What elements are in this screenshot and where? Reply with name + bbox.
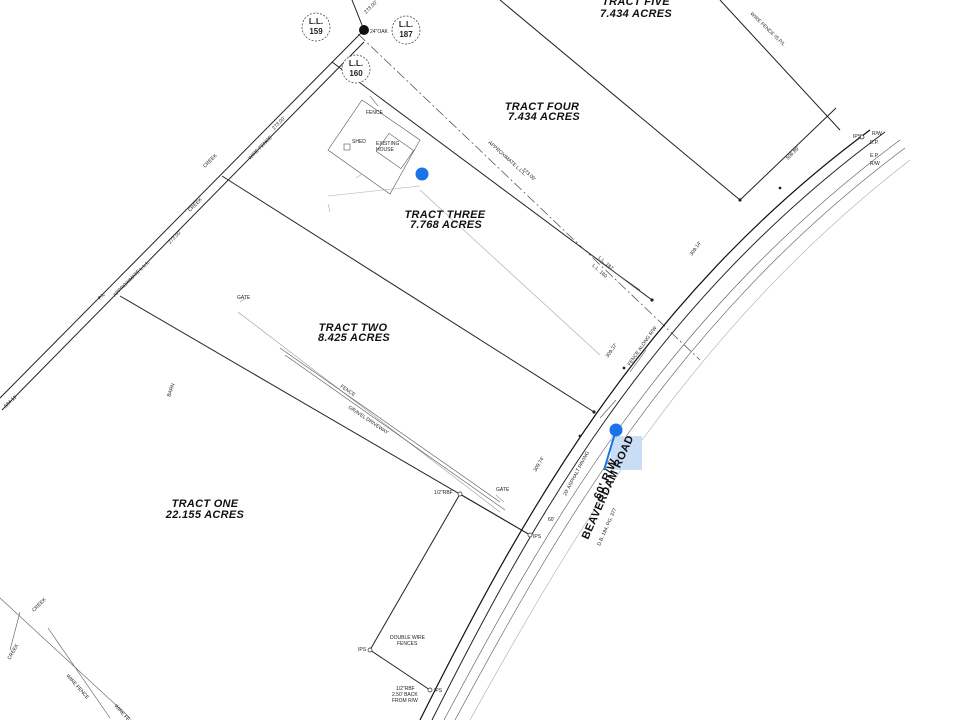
label-existing: EXISTING — [376, 141, 399, 147]
label-ips-lower: IPS — [358, 647, 367, 653]
tract-three-label: TRACT THREE 7.768 ACRES — [405, 209, 486, 231]
approximate-land-lot-line — [357, 33, 701, 361]
label-ep-top: E.P. — [870, 140, 879, 146]
tract-two-features — [237, 297, 506, 513]
label-wire-fence-nw: WIRE FENCE — [247, 135, 274, 162]
distance-west: 584.11' — [3, 394, 19, 410]
label-fence-along-rw: FENCE ALONG R/W — [627, 325, 659, 367]
iron-pin-markers — [367, 134, 865, 693]
label-rbf-note3: FROM R/W — [392, 698, 418, 704]
label-double-wire: DOUBLE WIRE — [390, 635, 426, 641]
fence-along-rw — [599, 349, 647, 419]
label-creek-1: CREEK — [202, 153, 219, 170]
tract-five-acres: 7.434 ACRES — [600, 8, 672, 20]
label-wire-fence-pl: WIRE FENCE IS P/L — [749, 11, 787, 48]
ll-number-160: 160 — [349, 69, 363, 78]
tract-four-label: TRACT FOUR 7.434 ACRES — [505, 101, 580, 123]
land-lot-badge-187: L.L. 187 — [391, 15, 421, 45]
tract-four-name: TRACT FOUR — [505, 101, 580, 113]
label-house: HOUSE — [376, 147, 394, 153]
label-sixty: 60' — [548, 517, 555, 523]
label-shed: SHED — [352, 139, 366, 145]
tract-three-name: TRACT THREE — [405, 209, 486, 221]
tract-three-acres: 7.768 ACRES — [410, 219, 482, 231]
label-wire-fence-sw2: WIRE FENCE — [113, 703, 139, 720]
tract-four-acres: 7.434 ACRES — [508, 111, 580, 123]
distance-tract-four-front: 309.14' — [689, 240, 703, 257]
tract-five-name: TRACT FIVE — [602, 0, 670, 8]
ll-prefix-159: L.L. — [309, 17, 323, 26]
distance-tract-three-front: 309.37' — [605, 342, 619, 359]
label-oak: 24"OAK — [370, 29, 389, 35]
label-creek-2: CREEK — [187, 197, 204, 214]
northwest-boundary — [0, 29, 365, 411]
label-ips-main: IPS — [533, 534, 542, 540]
label-ips-top: IPS — [853, 134, 862, 140]
ll-number-159: 159 — [309, 27, 323, 36]
tract-two-name: TRACT TWO — [319, 322, 388, 334]
oak-tree-corner — [359, 25, 369, 35]
label-rw-top: R/W — [872, 131, 882, 137]
label-fence-house: FENCE — [366, 110, 384, 116]
tract-one-label: TRACT ONE 22.155 ACRES — [165, 498, 245, 521]
location-pin-tract-three[interactable] — [415, 167, 429, 181]
north-boundary — [351, 0, 841, 201]
distance-tract-five: 506.89' — [785, 146, 801, 162]
distance-nw-2: 273.00' — [167, 230, 183, 246]
label-fences: FENCES — [397, 641, 418, 647]
label-rbf-note1: 1/2"RBF — [396, 686, 415, 692]
feature-labels: FENCE SHED EXISTING HOUSE GATE GATE 24"O… — [3, 0, 882, 720]
label-pl: P/L — [97, 292, 107, 302]
label-rbf-note2: 2.50' BACK — [392, 692, 418, 698]
label-gate-bottom: GATE — [496, 487, 510, 493]
location-pin-road[interactable] — [603, 423, 623, 471]
label-barn: BARN — [166, 382, 177, 397]
land-lot-badge-160: L.L. 160 — [341, 54, 371, 84]
label-rw-bottom: R/W — [870, 161, 880, 167]
ll-prefix-187: L.L. — [399, 20, 413, 29]
distance-tract-two-front: 309.74' — [533, 456, 546, 473]
ll-prefix-160: L.L. — [349, 59, 363, 68]
tract-five-label: TRACT FIVE 7.434 ACRES — [600, 0, 672, 20]
label-creek-4: CREEK — [7, 643, 21, 661]
tract-division-lines — [119, 61, 837, 536]
label-rbf: 1/2"RBF — [434, 490, 453, 496]
road-label-highlight — [611, 436, 642, 470]
label-ep-bottom: E.P. — [870, 153, 879, 159]
tract-one-name: TRACT ONE — [172, 498, 239, 510]
distance-top: 273.00' — [363, 0, 379, 15]
tract-three-features — [327, 95, 601, 356]
tract-one-lines — [0, 493, 461, 719]
label-creek-3: CREEK — [31, 597, 48, 614]
land-lot-badge-159: L.L. 159 — [301, 12, 331, 42]
tract-one-acres: 22.155 ACRES — [165, 509, 245, 521]
label-ips-bottom: IPS — [434, 688, 443, 694]
label-gate-top: GATE — [237, 295, 251, 301]
tract-two-acres: 8.425 ACRES — [318, 332, 390, 344]
beaverdam-road — [419, 129, 911, 720]
ll-number-187: 187 — [399, 30, 413, 39]
tract-two-label: TRACT TWO 8.425 ACRES — [318, 322, 390, 344]
